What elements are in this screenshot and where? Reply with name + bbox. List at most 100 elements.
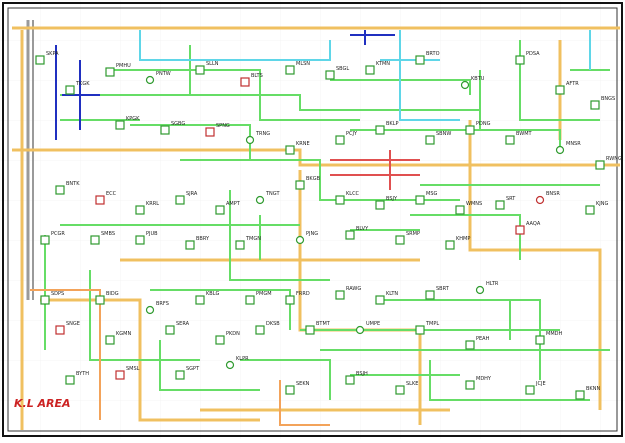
station-node[interactable]: BRFS (145, 301, 169, 315)
station-node[interactable]: BNTK (55, 181, 80, 195)
station-node[interactable]: MDHY (465, 376, 492, 390)
station-node[interactable]: BIDG (95, 291, 119, 305)
station-node[interactable]: SRMP (395, 231, 420, 245)
station-node[interactable]: BTMT (305, 321, 331, 335)
station-marker (245, 295, 255, 305)
station-node[interactable]: BKLP (375, 121, 399, 135)
station-node[interactable]: KLTN (375, 291, 398, 305)
station-marker (465, 125, 475, 135)
station-node[interactable]: SBGL (325, 66, 349, 80)
station-node[interactable]: BNGS (590, 96, 615, 110)
station-node[interactable]: PDNG (465, 121, 491, 135)
station-node[interactable]: SKPA (35, 51, 59, 65)
station-node[interactable]: FRRD (285, 291, 310, 305)
station-node[interactable]: MSG (415, 191, 437, 205)
station-node[interactable]: BWMT (505, 131, 533, 145)
station-node[interactable]: BRTO (415, 51, 440, 65)
station-node[interactable]: MLSN (285, 61, 310, 75)
station-node[interactable]: TMPL (415, 321, 439, 335)
station-node[interactable]: BYTH (65, 371, 89, 385)
station-node[interactable]: MMDH (535, 331, 562, 345)
station-node[interactable]: PCJY (335, 131, 358, 145)
station-node[interactable]: SGPT (175, 366, 200, 380)
station-label: SKPA (46, 51, 59, 57)
station-node[interactable]: TMGN (235, 236, 261, 250)
station-node[interactable]: TNGT (255, 191, 281, 205)
station-marker (305, 325, 315, 335)
station-node[interactable]: AAQA (515, 221, 541, 235)
station-node[interactable]: BLVY (345, 226, 369, 240)
station-node[interactable]: KPGK (115, 116, 140, 130)
station-node[interactable]: AMPT (215, 201, 241, 215)
station-node[interactable]: PMGM (245, 291, 272, 305)
station-node[interactable]: BBRY (185, 236, 210, 250)
station-label: KHMP (456, 236, 470, 242)
station-node[interactable]: HLTR (475, 281, 499, 295)
station-node[interactable]: BSJH (345, 371, 368, 385)
station-node[interactable]: SERA (165, 321, 190, 335)
station-node[interactable]: KGMN (105, 331, 131, 345)
station-node[interactable]: BNSR (535, 191, 561, 205)
station-node[interactable]: SDPS (40, 291, 64, 305)
station-node[interactable]: PMHU (105, 63, 131, 77)
station-node[interactable]: DKSB (255, 321, 280, 335)
station-node[interactable]: RWNG (595, 156, 622, 170)
station-node[interactable]: BSJY (375, 196, 398, 210)
station-node[interactable]: SLLN (195, 61, 219, 75)
station-node[interactable]: KRNE (285, 141, 310, 155)
station-node[interactable]: KHMP (445, 236, 470, 250)
station-node[interactable]: SGBG (160, 121, 185, 135)
station-node[interactable]: SPNG (205, 123, 230, 137)
station-node[interactable]: SMSL (115, 366, 140, 380)
station-label: BKGB (306, 176, 321, 182)
station-node[interactable]: PKDN (215, 331, 240, 345)
station-marker (575, 390, 585, 400)
station-node[interactable]: PNTW (145, 71, 171, 85)
station-node[interactable]: SBNW (425, 131, 451, 145)
station-node[interactable]: KBTU (460, 76, 485, 90)
station-node[interactable]: WMNS (455, 201, 482, 215)
station-node[interactable]: TKGK (65, 81, 90, 95)
station-label: KPGK (126, 116, 140, 122)
station-node[interactable]: MNSR (555, 141, 582, 155)
station-node[interactable]: SBRT (425, 286, 450, 300)
station-label: JCJE (535, 381, 546, 387)
station-node[interactable]: TRNG (245, 131, 271, 145)
station-node[interactable]: AFTR (555, 81, 579, 95)
station-marker (365, 65, 375, 75)
station-label: SDPS (51, 291, 64, 297)
station-node[interactable]: SLKE (395, 381, 418, 395)
station-label: HLTR (486, 281, 499, 287)
station-marker (415, 195, 425, 205)
station-node[interactable]: PEAH (465, 336, 490, 350)
station-node[interactable]: SMBS (90, 231, 115, 245)
station-node[interactable]: RAWG (335, 286, 361, 300)
station-node[interactable]: SEKN (285, 381, 310, 395)
station-node[interactable]: BKNN (575, 386, 600, 400)
station-node[interactable]: PCGR (40, 231, 65, 245)
station-node[interactable]: JCJE (525, 381, 546, 395)
station-node[interactable]: KBLG (195, 291, 219, 305)
station-node[interactable]: PDSA (515, 51, 540, 65)
station-node[interactable]: SJRA (175, 191, 198, 205)
station-node[interactable]: KJNG (585, 201, 608, 215)
station-node[interactable]: BLTS (240, 73, 263, 87)
station-node[interactable]: KRRL (135, 201, 159, 215)
station-node[interactable]: PJNG (295, 231, 319, 245)
station-node[interactable]: UMPE (355, 321, 381, 335)
station-node[interactable]: SNGE (55, 321, 80, 335)
station-node[interactable]: KLPR (225, 356, 250, 370)
station-node[interactable]: PJUB (135, 231, 158, 245)
station-node[interactable]: ECC (95, 191, 117, 205)
outer-frame (2, 2, 623, 437)
station-marker (175, 195, 185, 205)
station-label: BSJY (386, 196, 398, 202)
station-label: TNGT (265, 191, 280, 197)
station-marker (285, 295, 295, 305)
station-node[interactable]: KTMN (365, 61, 390, 75)
station-node[interactable]: KLCC (335, 191, 360, 205)
station-node[interactable]: BKGB (295, 176, 321, 190)
station-marker (585, 205, 595, 215)
station-node[interactable]: SRT (495, 196, 516, 210)
